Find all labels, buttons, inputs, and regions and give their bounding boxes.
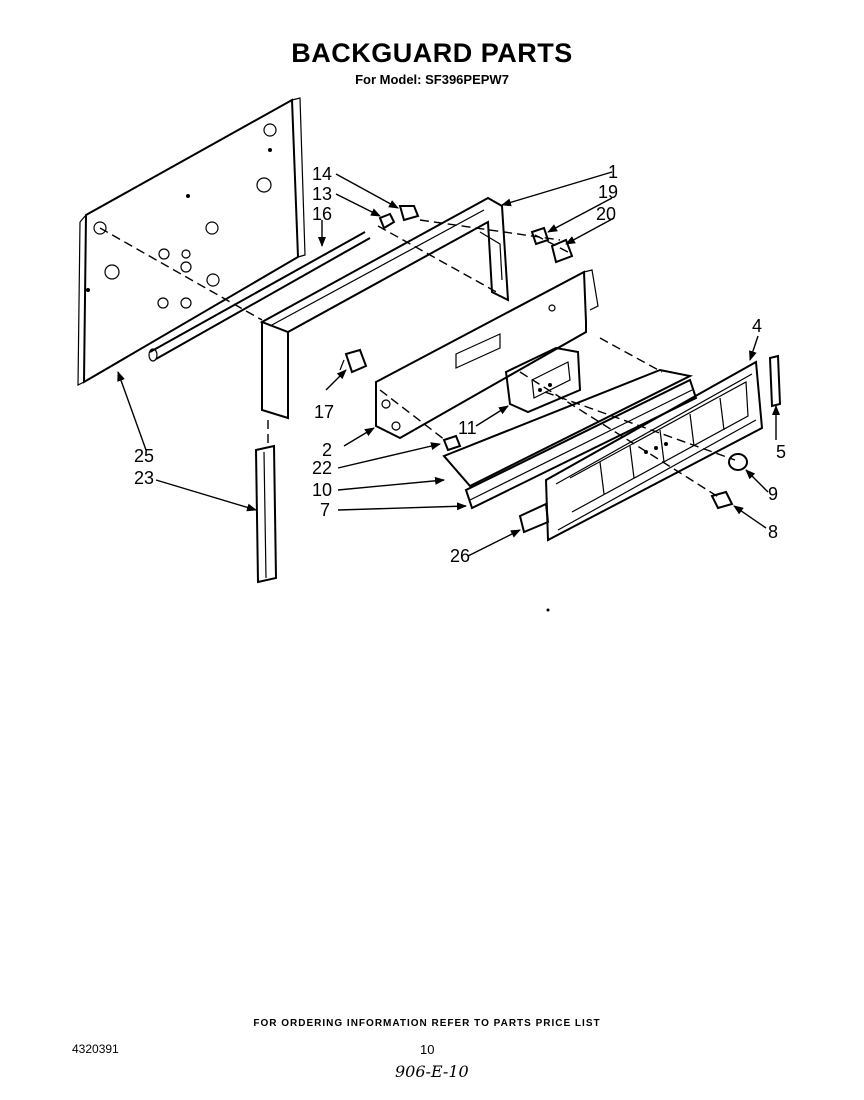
callout-2: 2 bbox=[322, 440, 332, 460]
side-bracket-part bbox=[339, 348, 368, 374]
callout-19: 19 bbox=[598, 182, 618, 202]
backguard-housing-part bbox=[259, 196, 510, 420]
callout-9: 9 bbox=[768, 484, 778, 504]
leader-arrows bbox=[117, 171, 780, 557]
callout-23: 23 bbox=[134, 468, 154, 488]
page-number: 10 bbox=[420, 1042, 435, 1057]
callout-5: 5 bbox=[776, 442, 786, 462]
front-panel-part bbox=[544, 360, 764, 542]
callout-10: 10 bbox=[312, 480, 332, 500]
callout-16: 16 bbox=[312, 204, 332, 224]
knob-part bbox=[728, 453, 748, 471]
callout-1: 1 bbox=[608, 162, 618, 182]
callout-20: 20 bbox=[596, 204, 616, 224]
callout-13: 13 bbox=[312, 184, 332, 204]
callout-14: 14 bbox=[312, 164, 332, 184]
clock-module-part bbox=[504, 346, 582, 414]
clip-parts bbox=[378, 205, 420, 230]
model-subtitle: For Model: SF396PEPW7 bbox=[355, 72, 509, 87]
end-trim-part bbox=[768, 354, 782, 408]
callout-25: 25 bbox=[134, 446, 154, 466]
bottom-rail-part bbox=[464, 378, 698, 510]
callout-26: 26 bbox=[450, 546, 470, 566]
callout-22: 22 bbox=[312, 458, 332, 478]
callout-8: 8 bbox=[768, 522, 778, 542]
rod-part bbox=[148, 231, 371, 362]
callout-7: 7 bbox=[320, 500, 330, 520]
shaft-part bbox=[710, 490, 734, 510]
screw-part bbox=[442, 434, 462, 452]
ordering-note: FOR ORDERING INFORMATION REFER TO PARTS … bbox=[253, 1018, 601, 1029]
callout-17: 17 bbox=[314, 402, 334, 422]
callout-11: 11 bbox=[458, 418, 477, 438]
rear-panel-part bbox=[77, 97, 306, 386]
handwritten-code: 906-E-10 bbox=[395, 1062, 469, 1081]
control-panel-bracket-part bbox=[375, 269, 599, 440]
trim-bar-part bbox=[442, 368, 694, 488]
callout-4: 4 bbox=[752, 316, 762, 336]
switch-parts bbox=[530, 226, 574, 264]
document-number: 4320391 bbox=[72, 1042, 119, 1056]
page-title: BACKGUARD PARTS bbox=[291, 38, 573, 68]
side-post-part bbox=[254, 444, 278, 584]
strip-part bbox=[518, 502, 550, 534]
